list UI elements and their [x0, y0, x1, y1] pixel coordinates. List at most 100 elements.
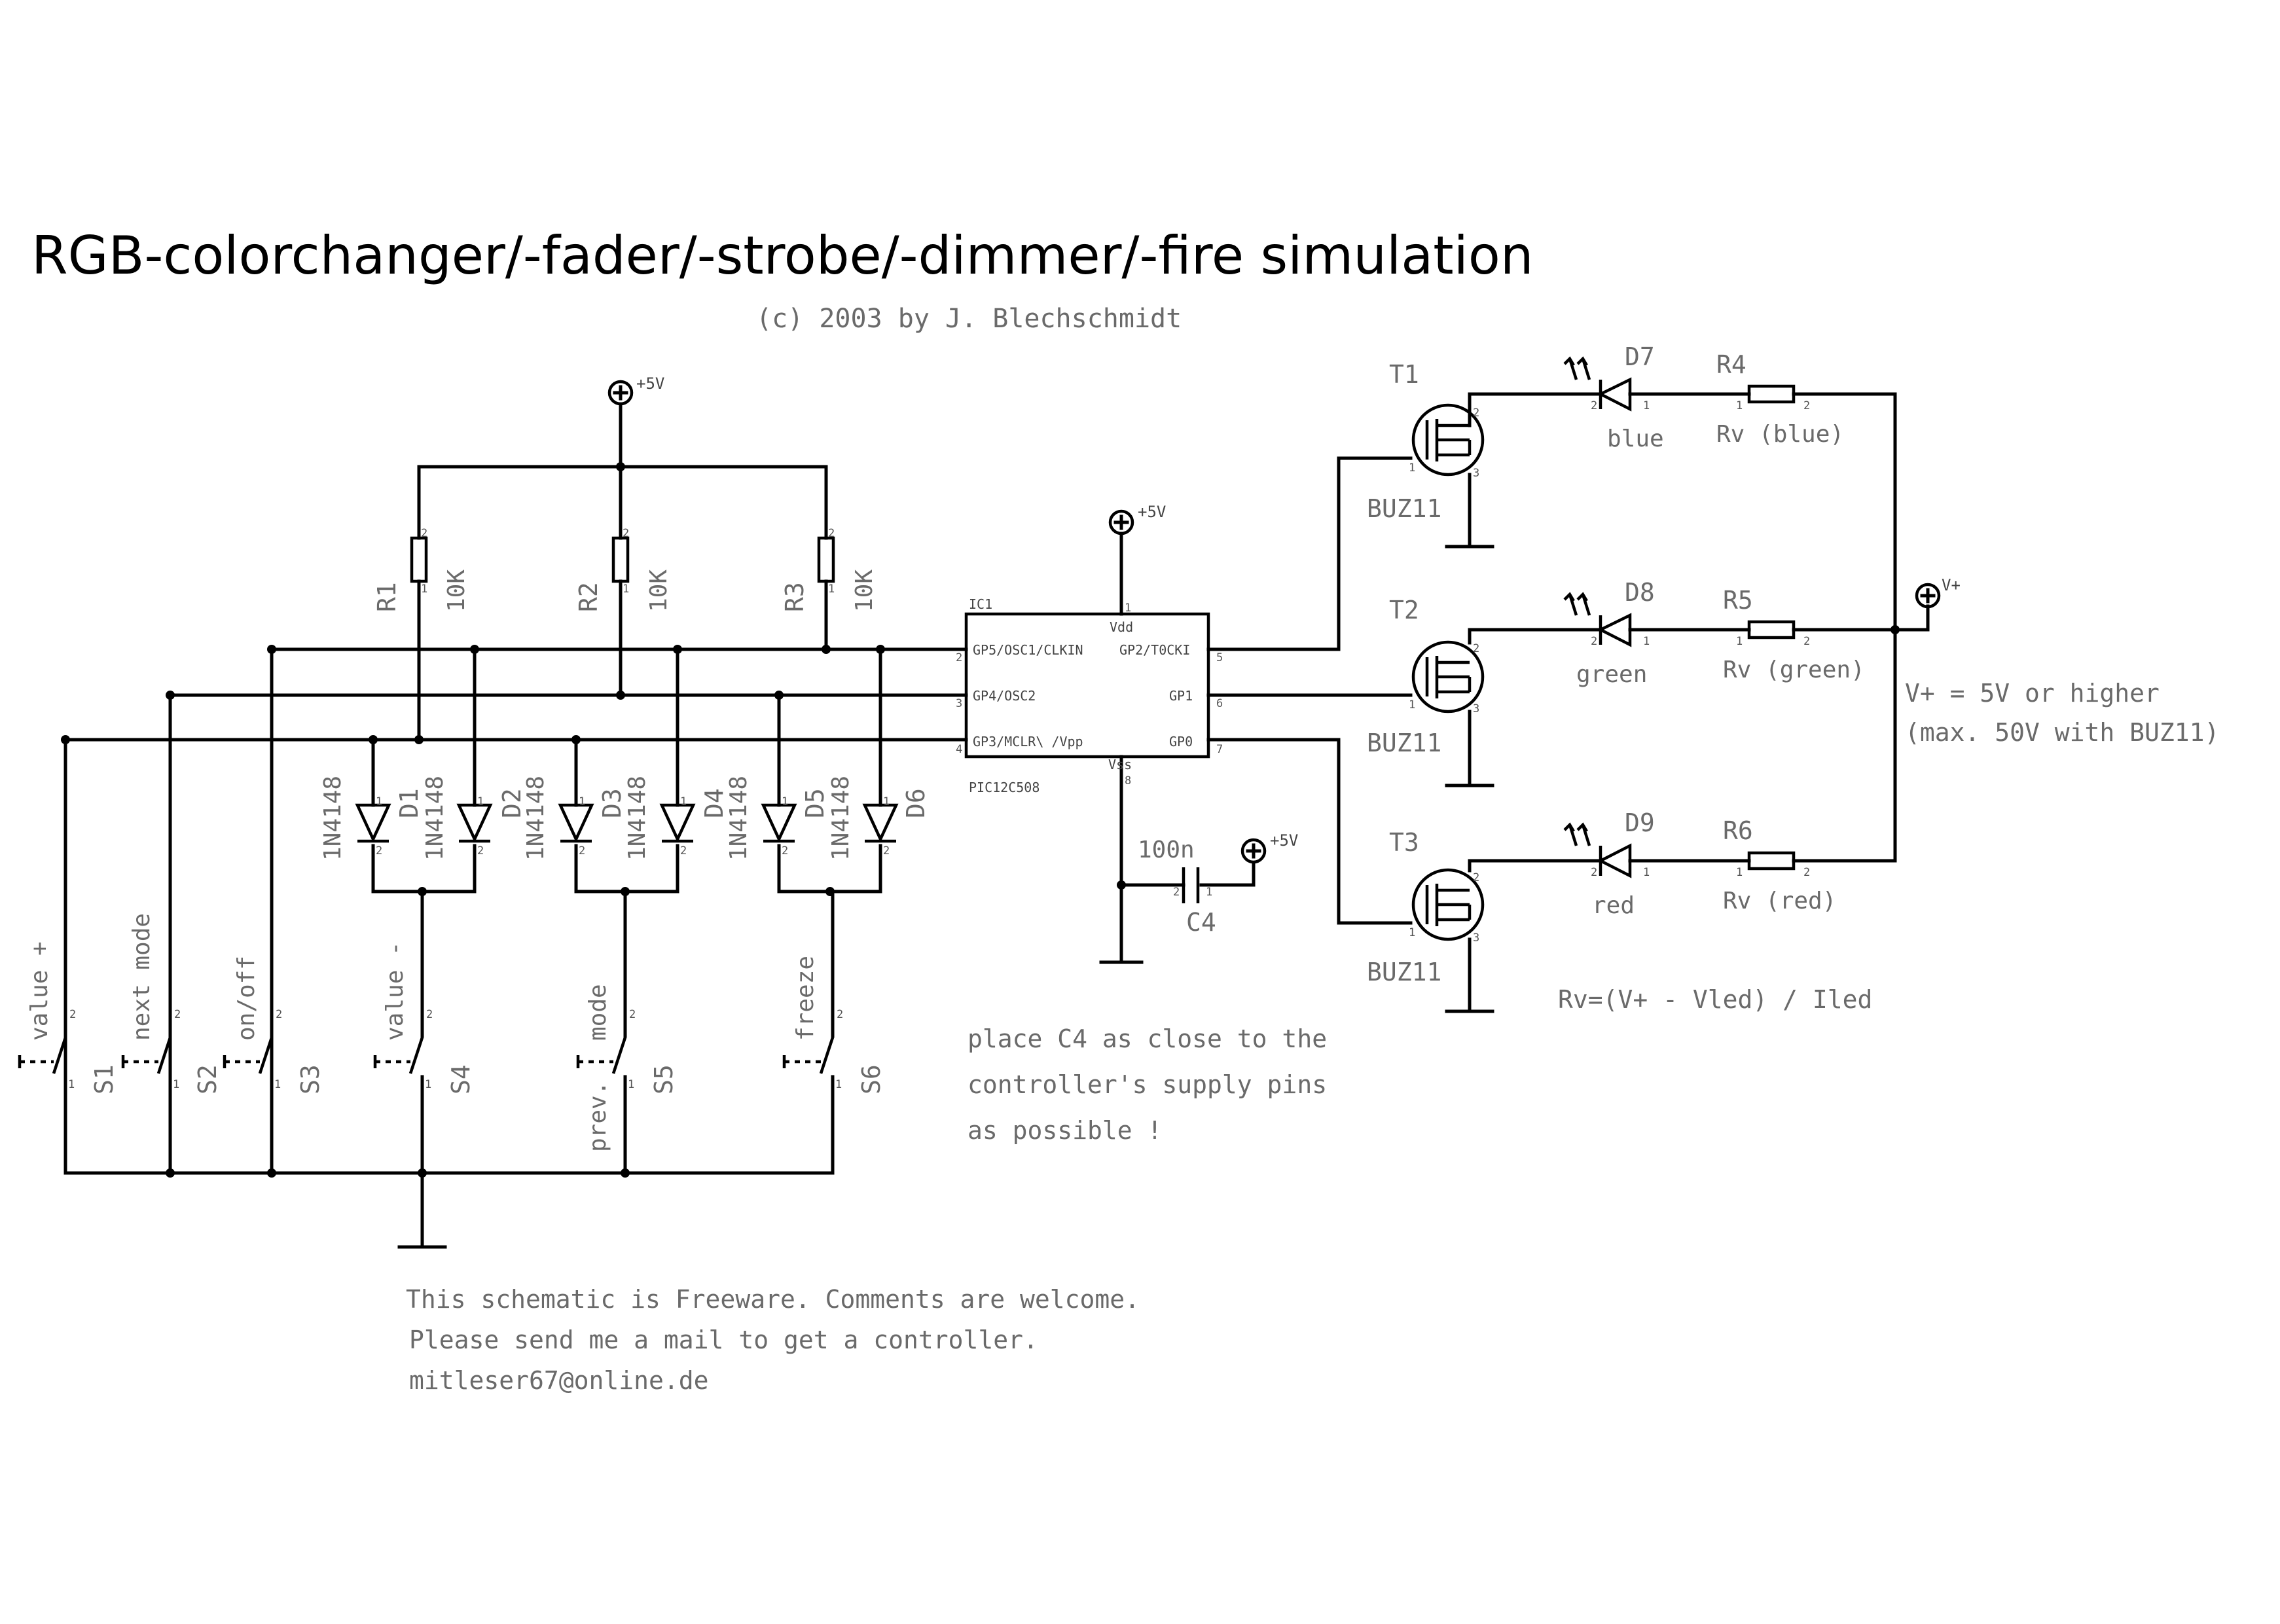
svg-text:3: 3 [1473, 702, 1479, 715]
svg-text:2: 2 [69, 1008, 76, 1021]
ic-vss: Vss [1108, 757, 1132, 772]
svg-text:2: 2 [1803, 399, 1810, 412]
svg-text:2: 2 [579, 844, 585, 857]
svg-text:2: 2 [1591, 399, 1597, 412]
switch-s6-label: freeze [792, 956, 819, 1041]
switch-s4-ref: S4 [446, 1064, 475, 1094]
svg-text:2: 2 [623, 527, 629, 540]
svg-text:2: 2 [1803, 635, 1810, 648]
diode-d6-ref: D6 [901, 788, 930, 818]
svg-text:2: 2 [477, 844, 484, 857]
svg-text:2: 2 [883, 844, 890, 857]
svg-text:1: 1 [425, 1078, 431, 1091]
diode-d5-ref: D5 [801, 788, 829, 818]
diode-d5-value: 1N4148 [725, 776, 752, 861]
led-d9-color: red [1592, 892, 1635, 919]
resistor-r3-ref: R3 [780, 582, 809, 612]
svg-text:2: 2 [782, 844, 788, 857]
footer-line2: Please send me a mail to get a controlle… [409, 1326, 1038, 1354]
svg-text:1: 1 [421, 583, 427, 596]
svg-text:1: 1 [68, 1078, 75, 1091]
diode-d3: 12 [558, 795, 594, 857]
transistor-t3-ref: T3 [1389, 828, 1419, 857]
svg-text:1: 1 [376, 795, 382, 808]
svg-text:2: 2 [421, 527, 427, 540]
svg-text:1: 1 [883, 795, 890, 808]
switch-s5-label2: prev. [585, 1081, 611, 1152]
svg-text:1: 1 [1736, 866, 1743, 879]
svg-text:2: 2 [174, 1008, 181, 1021]
rv-formula: Rv=(V+ - Vled) / Iled [1558, 985, 1872, 1014]
resistor-r2-ref: R2 [574, 582, 603, 612]
svg-text:2: 2 [1473, 871, 1479, 884]
ic-pin-8: 8 [1125, 774, 1131, 787]
ic-pin-gp5: GP5/OSC1/CLKIN [973, 642, 1083, 658]
switch-row: 21 21 21 21 21 21 [18, 887, 843, 1249]
footer-email: mitleser67@online.de [409, 1366, 709, 1395]
diode-d4: 12 [659, 795, 696, 857]
switch-s5-label: mode [585, 984, 611, 1041]
led-d8-color: green [1576, 661, 1647, 688]
resistor-r3-value: 10K [851, 569, 878, 612]
svg-text:1: 1 [835, 1078, 842, 1091]
diode-d2-value: 1N4148 [422, 776, 448, 861]
resistor-r6-ref: R6 [1723, 816, 1753, 845]
transistor-t3-part: BUZ11 [1367, 958, 1441, 986]
ic-pin-6: 6 [1216, 697, 1223, 710]
resistor-r3-body [817, 536, 835, 583]
resistor-r1-ref: R1 [372, 582, 401, 612]
switch-s2-label: next mode [128, 913, 155, 1041]
switch-s3-label: on/off [233, 956, 260, 1041]
led-d7-color: blue [1607, 425, 1664, 452]
resistor-r1-body [410, 536, 428, 583]
diode-d5: 12 [761, 795, 797, 857]
svg-text:2: 2 [629, 1008, 636, 1021]
svg-text:2: 2 [1803, 866, 1810, 879]
cap-note-line2: controller's supply pins [968, 1070, 1327, 1099]
diode-d1: 12 [355, 795, 391, 857]
svg-text:2: 2 [680, 844, 687, 857]
svg-text:2: 2 [1173, 886, 1180, 899]
vplus-note-line1: V+ = 5V or higher [1905, 679, 2160, 708]
resistor-r5-ref: R5 [1723, 586, 1753, 615]
resistor-r2-body [611, 536, 630, 583]
resistor-r2-value: 10K [645, 569, 672, 612]
diode-d4-value: 1N4148 [624, 776, 651, 861]
svg-text:1: 1 [1409, 926, 1415, 939]
cap-supply-label: +5V [1270, 831, 1298, 850]
svg-text:1: 1 [1409, 461, 1415, 475]
svg-text:1: 1 [274, 1078, 281, 1091]
pullup-supply: +5V 21 21 21 [410, 374, 835, 742]
supply-label-top: +5V [636, 374, 664, 393]
svg-text:2: 2 [828, 527, 835, 540]
vplus-label: V+ [1942, 576, 1961, 594]
svg-text:2: 2 [376, 844, 382, 857]
svg-text:1: 1 [782, 795, 788, 808]
ic-ref: IC1 [969, 596, 992, 612]
svg-text:2: 2 [1473, 642, 1479, 655]
svg-text:1: 1 [579, 795, 585, 808]
ic-pin-5: 5 [1216, 651, 1223, 664]
transistor-t2-part: BUZ11 [1367, 729, 1441, 757]
ic-pin-1: 1 [1125, 602, 1131, 615]
cap-note-line1: place C4 as close to the [968, 1024, 1327, 1053]
svg-text:1: 1 [828, 583, 835, 596]
ic-pin-gp4: GP4/OSC2 [973, 688, 1036, 704]
diode-d2: 12 [456, 795, 493, 857]
switch-s3-ref: S3 [296, 1064, 325, 1094]
switch-s5-ref: S5 [649, 1064, 678, 1094]
led-d8-ref: D8 [1625, 578, 1655, 607]
svg-text:2: 2 [1591, 635, 1597, 648]
svg-text:1: 1 [173, 1078, 179, 1091]
ic-part: PIC12C508 [969, 780, 1040, 795]
svg-text:2: 2 [276, 1008, 282, 1021]
transistor-t2-ref: T2 [1389, 596, 1419, 624]
cap-note-line3: as possible ! [968, 1116, 1162, 1145]
footer-line1: This schematic is Freeware. Comments are… [406, 1285, 1140, 1314]
svg-text:1: 1 [1643, 635, 1650, 648]
copyright-line: (c) 2003 by J. Blechschmidt [756, 304, 1182, 334]
svg-text:2: 2 [837, 1008, 843, 1021]
ic-pin-4: 4 [956, 743, 962, 756]
svg-text:1: 1 [477, 795, 484, 808]
